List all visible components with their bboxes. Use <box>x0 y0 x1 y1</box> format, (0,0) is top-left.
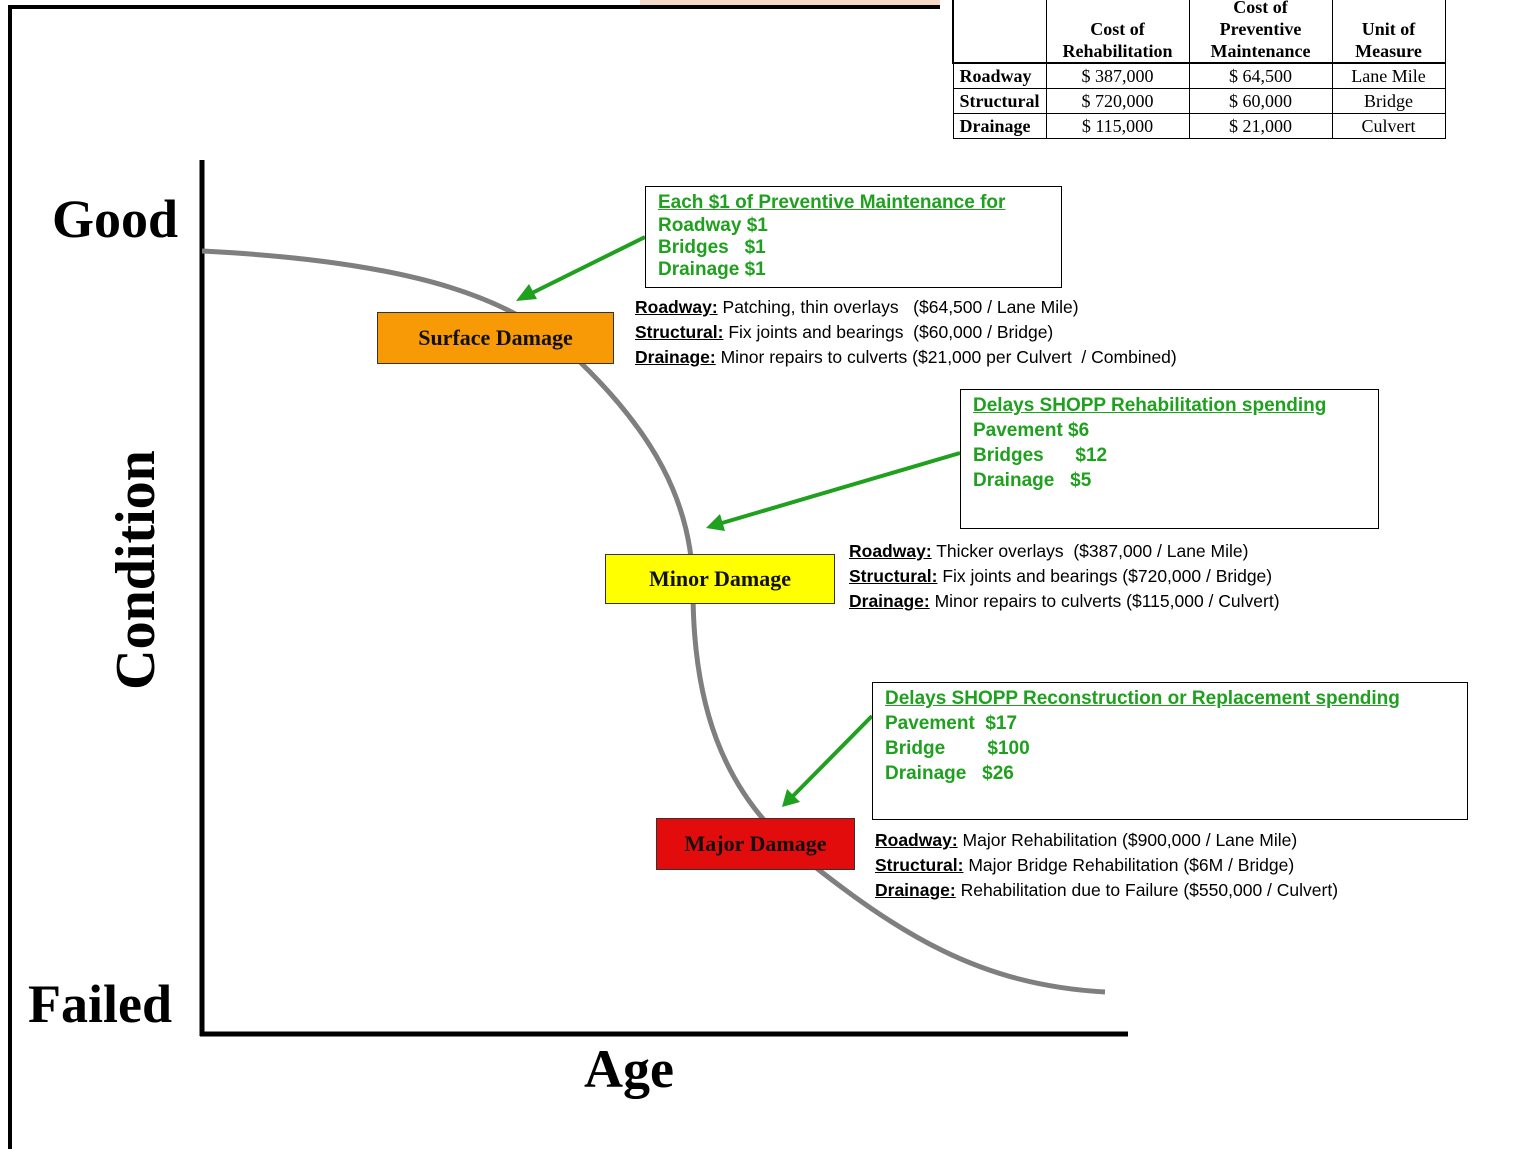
arrow-pm <box>516 235 646 301</box>
table-cell: $ 387,000 <box>1045 61 1190 89</box>
callout-line: Bridges $12 <box>973 445 1108 466</box>
major-damage-description: Roadway: Major Rehabilitation ($900,000 … <box>875 828 1338 903</box>
table-cell: Culvert <box>1331 112 1446 139</box>
callout-title: Each $1 of Preventive Maintenance for <box>658 192 1006 213</box>
callout-reconstruction: Delays SHOPP Reconstruction or Replaceme… <box>872 682 1468 820</box>
arrow-rehab <box>706 451 961 531</box>
table-cell: $ 21,000 <box>1188 112 1333 139</box>
description-line: Drainage: Minor repairs to culverts ($11… <box>849 591 1280 611</box>
x-axis-title: Age <box>584 1039 674 1099</box>
y-axis-title: Condition <box>105 450 167 690</box>
description-line: Roadway: Thicker overlays ($387,000 / La… <box>849 541 1249 561</box>
callout-line: Drainage $26 <box>885 763 1014 784</box>
callout-preventive-maintenance: Each $1 of Preventive Maintenance for Ro… <box>645 186 1062 288</box>
axis-label-good: Good <box>52 189 179 249</box>
description-line: Structural: Fix joints and bearings ($60… <box>635 322 1054 342</box>
arrow-recon <box>782 714 874 807</box>
callout-line: Roadway $1 <box>658 215 768 236</box>
callout-line: Pavement $6 <box>973 420 1090 441</box>
frame-accent <box>640 0 940 5</box>
callout-line: Drainage $1 <box>658 259 766 280</box>
frame-top-border <box>10 5 940 9</box>
table-row: Roadway $ 387,000 $ 64,500 Lane Mile <box>952 61 1446 89</box>
table-cell: $ 64,500 <box>1188 61 1333 89</box>
table-cell: $ 60,000 <box>1188 87 1333 114</box>
minor-damage-description: Roadway: Thicker overlays ($387,000 / La… <box>849 539 1280 614</box>
description-line: Drainage: Minor repairs to culverts ($21… <box>635 347 1177 367</box>
table-cell: Bridge <box>1331 87 1446 114</box>
surface-damage-description: Roadway: Patching, thin overlays ($64,50… <box>635 295 1177 370</box>
table-row: Structural $ 720,000 $ 60,000 Bridge <box>952 87 1446 114</box>
table-cell: $ 115,000 <box>1045 112 1190 139</box>
callout-title: Delays SHOPP Reconstruction or Replaceme… <box>885 688 1400 709</box>
frame-left-border <box>8 5 12 1149</box>
stage-minor-damage: Minor Damage <box>605 554 835 604</box>
table-row-label: Drainage <box>952 112 1047 139</box>
callout-line: Bridge $100 <box>885 738 1030 759</box>
description-line: Structural: Fix joints and bearings ($72… <box>849 566 1273 586</box>
callout-line: Pavement $17 <box>885 713 1018 734</box>
callout-line: Drainage $5 <box>973 470 1092 491</box>
callout-line: Bridges $1 <box>658 237 766 258</box>
callout-title: Delays SHOPP Rehabilitation spending <box>973 395 1327 416</box>
description-line: Roadway: Major Rehabilitation ($900,000 … <box>875 830 1298 850</box>
description-line: Structural: Major Bridge Rehabilitation … <box>875 855 1295 875</box>
description-line: Roadway: Patching, thin overlays ($64,50… <box>635 297 1079 317</box>
axis-label-failed: Failed <box>28 974 172 1034</box>
callout-rehabilitation: Delays SHOPP Rehabilitation spending Pav… <box>960 389 1379 529</box>
stage-surface-damage: Surface Damage <box>377 312 614 364</box>
stage-major-damage: Major Damage <box>656 818 855 870</box>
table-row: Drainage $ 115,000 $ 21,000 Culvert <box>952 112 1446 139</box>
description-line: Drainage: Rehabilitation due to Failure … <box>875 880 1339 900</box>
table-row-label: Structural <box>952 87 1047 114</box>
